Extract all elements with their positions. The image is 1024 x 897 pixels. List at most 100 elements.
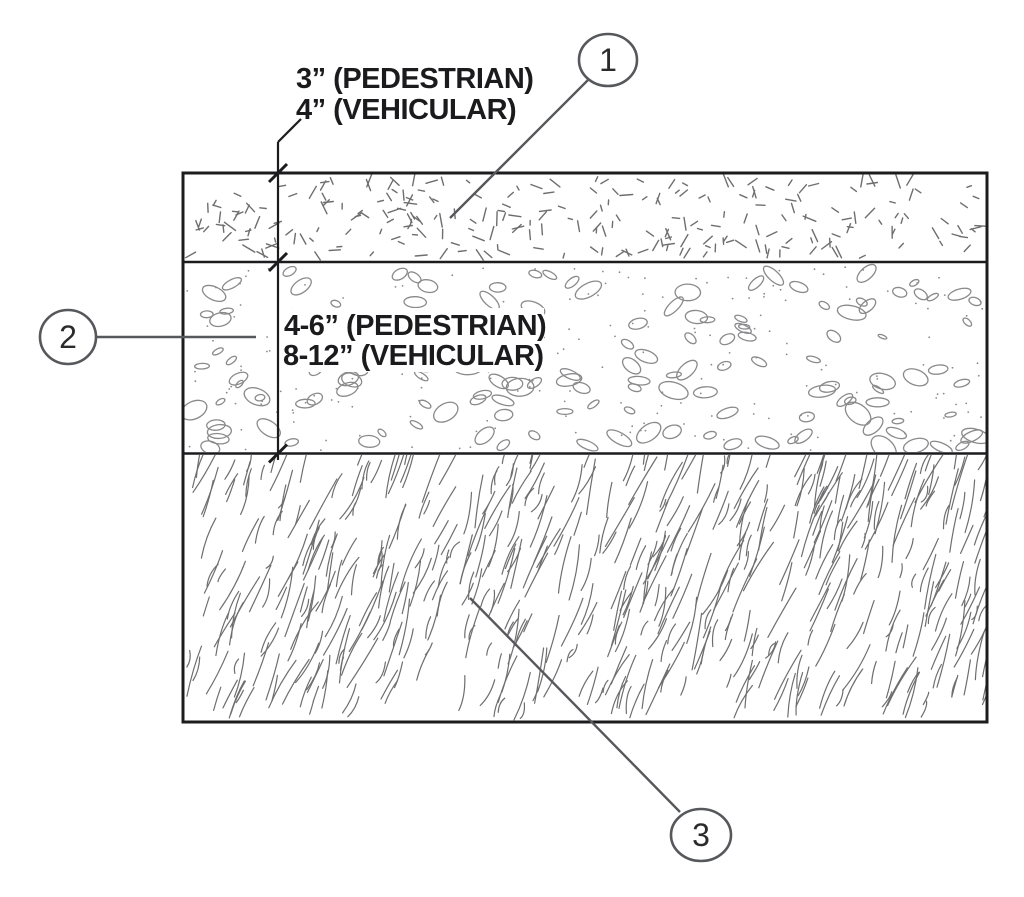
hatch-mark xyxy=(781,214,787,222)
hatch-mark xyxy=(225,473,239,495)
hatch-mark xyxy=(306,392,324,406)
hatch-mark xyxy=(931,227,940,240)
hatch-mark xyxy=(235,689,244,704)
hatch-mark xyxy=(416,649,430,681)
hatch-mark xyxy=(389,176,400,187)
hatch-mark xyxy=(241,518,260,552)
hatch-mark xyxy=(819,457,824,474)
hatch-mark xyxy=(184,399,208,421)
hatch-mark xyxy=(686,596,698,644)
hatch-mark xyxy=(404,455,408,465)
dimension-hook xyxy=(277,118,302,143)
hatch-mark xyxy=(226,479,236,503)
hatch-mark xyxy=(757,498,769,532)
hatch-mark xyxy=(805,541,816,576)
hatch-mark xyxy=(373,591,397,641)
hatch-mark xyxy=(578,670,594,697)
hatch-mark xyxy=(543,191,555,195)
hatch-mark xyxy=(288,192,298,198)
hatch-mark xyxy=(821,492,830,505)
hatch-mark xyxy=(242,244,256,253)
hatch-mark xyxy=(403,628,414,659)
hatch-mark xyxy=(347,696,360,718)
hatch-mark xyxy=(953,434,956,437)
hatch-mark xyxy=(755,356,758,359)
hatch-mark xyxy=(919,455,929,474)
hatch-mark xyxy=(377,199,385,203)
hatch-mark xyxy=(433,401,459,423)
hatch-mark xyxy=(671,553,678,575)
hatch-mark xyxy=(754,435,780,450)
hatch-mark xyxy=(568,643,578,659)
hatch-mark xyxy=(318,539,330,570)
hatch-mark xyxy=(488,582,505,617)
hatch-mark xyxy=(538,209,552,213)
hatch-mark xyxy=(836,304,867,321)
hatch-mark xyxy=(660,404,663,407)
hatch-mark xyxy=(391,235,401,241)
hatch-mark xyxy=(666,496,684,527)
hatch-mark xyxy=(501,376,524,391)
hatch-mark xyxy=(534,268,536,270)
hatch-mark xyxy=(719,638,733,662)
hatch-mark xyxy=(902,624,909,649)
hatch-mark xyxy=(819,466,839,501)
hatch-mark xyxy=(865,397,890,408)
hatch-mark xyxy=(475,534,486,578)
hatch-mark xyxy=(330,531,336,548)
hatch-mark xyxy=(401,582,409,615)
hatch-mark xyxy=(925,579,945,617)
hatch-mark xyxy=(934,593,953,632)
hatch-mark xyxy=(228,388,231,390)
hatch-mark xyxy=(879,455,890,477)
hatch-mark xyxy=(910,410,913,413)
hatch-mark xyxy=(601,225,607,237)
hatch-mark xyxy=(847,482,875,529)
hatch-mark xyxy=(729,498,742,522)
hatch-mark xyxy=(787,179,793,187)
hatch-mark xyxy=(815,544,834,580)
hatch-mark xyxy=(680,233,689,248)
hatch-mark xyxy=(973,515,986,546)
hatch-mark xyxy=(299,233,307,245)
callout-2-bubble xyxy=(38,308,98,366)
hatch-mark xyxy=(480,588,491,607)
hatch-mark xyxy=(654,583,660,607)
hatch-mark xyxy=(815,623,836,667)
hatch-mark xyxy=(871,384,885,395)
hatch-mark xyxy=(314,630,324,654)
hatch-mark xyxy=(429,196,435,204)
hatch-mark xyxy=(507,618,519,636)
hatch-mark xyxy=(516,185,520,191)
hatch-mark xyxy=(246,455,252,472)
hatch-mark xyxy=(468,624,476,641)
hatch-mark xyxy=(656,412,659,415)
hatch-mark xyxy=(612,188,619,196)
hatch-mark xyxy=(700,377,703,380)
hatch-mark xyxy=(341,537,357,566)
hatch-mark xyxy=(468,227,475,232)
hatch-mark xyxy=(351,377,354,380)
hatch-mark xyxy=(472,235,485,242)
hatch-mark xyxy=(497,653,502,669)
dimension-tick-bottom xyxy=(267,443,289,464)
hatch-mark xyxy=(313,394,316,397)
hatch-mark xyxy=(645,230,655,237)
hatch-mark xyxy=(819,670,836,709)
hatch-mark xyxy=(512,620,528,649)
hatch-mark xyxy=(662,424,682,440)
hatch-mark xyxy=(692,386,718,399)
hatch-mark xyxy=(472,389,493,400)
hatch-mark xyxy=(238,687,255,718)
hatch-mark xyxy=(357,455,363,466)
hatch-mark xyxy=(291,409,294,412)
hatch-mark xyxy=(493,693,502,718)
hatch-mark xyxy=(619,193,634,197)
hatch-mark xyxy=(513,672,531,721)
hatch-mark xyxy=(322,200,334,204)
hatch-mark xyxy=(537,485,555,520)
hatch-mark xyxy=(268,350,271,352)
hatch-mark xyxy=(931,617,947,651)
hatch-mark xyxy=(639,429,642,432)
hatch-mark xyxy=(763,292,766,295)
